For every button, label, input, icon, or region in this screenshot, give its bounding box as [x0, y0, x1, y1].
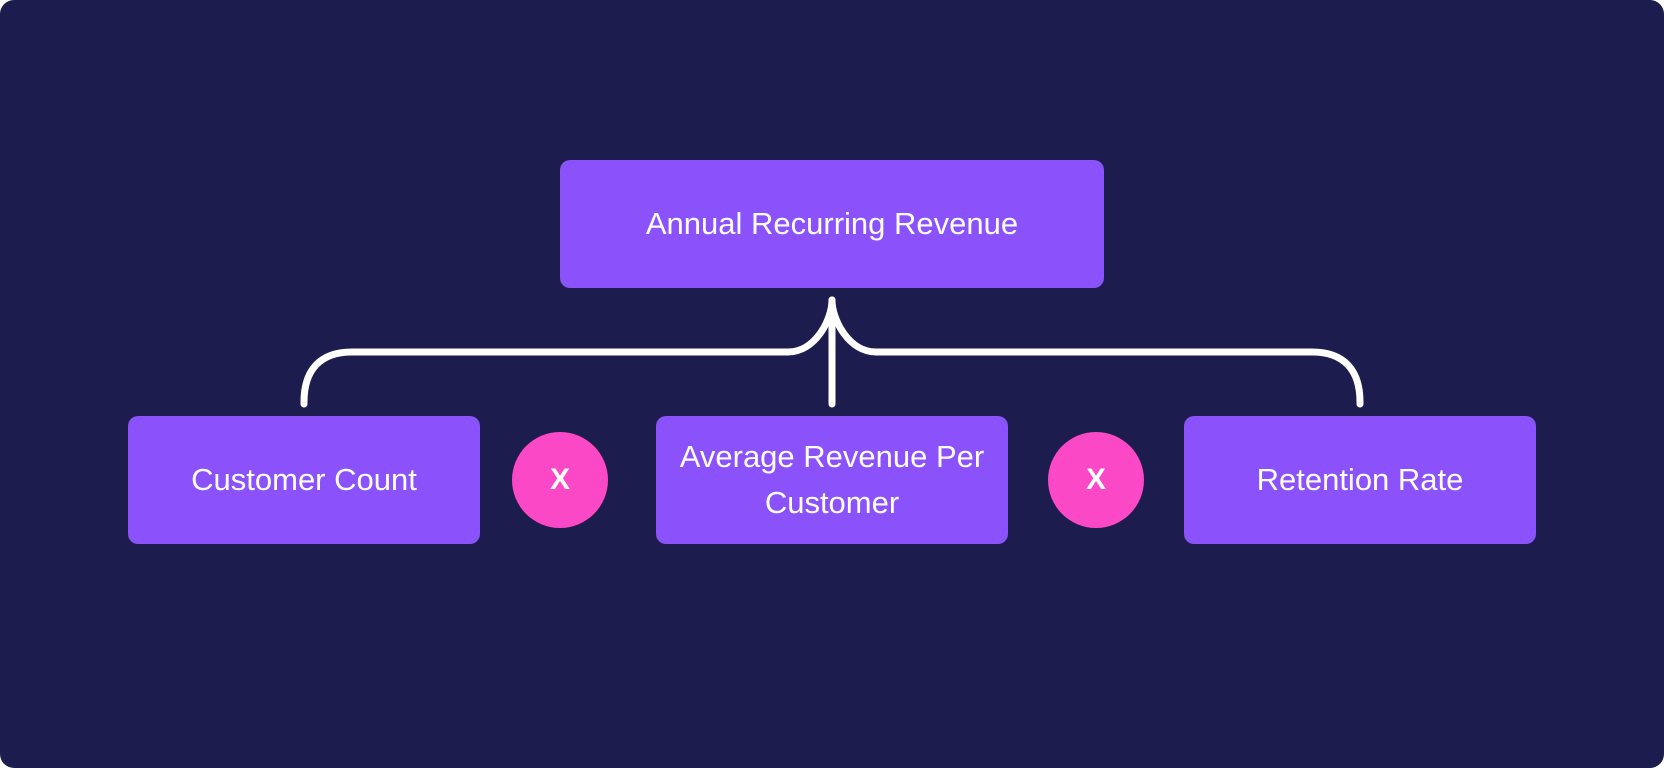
operator-symbol: X [549, 463, 570, 496]
multiply-operator: X [1048, 432, 1144, 528]
connector-right [828, 296, 1364, 408]
operator-symbol: X [1085, 463, 1106, 496]
node-label: Retention Rate [1256, 462, 1464, 497]
node-annual-recurring-revenue: Annual Recurring Revenue [560, 160, 1104, 288]
node-label: Average Revenue Per Customer [679, 439, 985, 520]
node-average-revenue-per-customer: Average Revenue Per Customer [656, 416, 1008, 544]
node-customer-count: Customer Count [128, 416, 480, 544]
node-label: Customer Count [191, 462, 417, 497]
connector-left [300, 296, 836, 408]
node-label: Annual Recurring Revenue [645, 206, 1019, 241]
multiply-operator: X [512, 432, 608, 528]
node-retention-rate: Retention Rate [1184, 416, 1536, 544]
